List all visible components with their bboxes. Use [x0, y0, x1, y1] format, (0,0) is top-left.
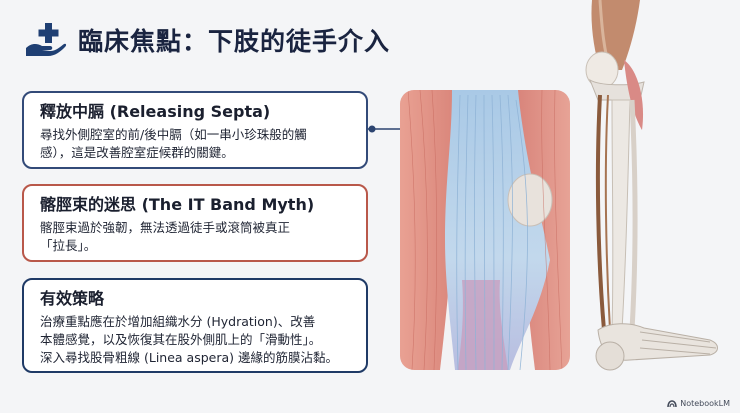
- branding-label: NotebookLM: [680, 399, 730, 408]
- knee-fascia-illustration: [400, 90, 570, 370]
- medical-care-icon: [22, 20, 68, 60]
- card-effective-strategy: 有效策略 治療重點應在於增加組織水分 (Hydration)、改善 本體感覺，以…: [22, 278, 368, 373]
- lower-leg-skeleton-illustration: [570, 0, 740, 390]
- card-heading: 有效策略: [40, 289, 105, 308]
- notebooklm-branding: NotebookLM: [667, 399, 730, 408]
- card-body-line: 感），這是改善腔室症候群的關鍵。: [40, 145, 234, 160]
- card-releasing-septa: 釋放中膈 (Releasing Septa) 尋找外側腔室的前/後中膈（如一串小…: [22, 91, 368, 169]
- notebooklm-logo-icon: [667, 399, 677, 407]
- card-it-band-myth: 髂脛束的迷思 (The IT Band Myth) 髂脛束過於強韌，無法透過徒手…: [22, 184, 368, 262]
- card-heading: 髂脛束的迷思 (The IT Band Myth): [40, 195, 315, 214]
- card-body-line: 髂脛束過於強韌，無法透過徒手或滾筒被真正: [40, 220, 291, 235]
- card-body-line: 本體感覺，以及恢復其在股外側肌上的「滑動性」。: [40, 332, 322, 347]
- card-body: 治療重點應在於增加組織水分 (Hydration)、改善 本體感覺，以及恢復其在…: [40, 313, 354, 367]
- page-title: 臨床焦點：下肢的徒手介入: [78, 27, 391, 56]
- card-body-line: 治療重點應在於增加組織水分 (Hydration)、改善: [40, 314, 316, 329]
- card-body-line: 「拉長」。: [40, 238, 97, 253]
- card-body-line: 尋找外側腔室的前/後中膈（如一串小珍珠般的觸: [40, 127, 307, 142]
- card-body: 髂脛束過於強韌，無法透過徒手或滾筒被真正 「拉長」。: [40, 219, 354, 255]
- card-body: 尋找外側腔室的前/後中膈（如一串小珍珠般的觸 感），這是改善腔室症候群的關鍵。: [40, 126, 354, 162]
- card-heading: 釋放中膈 (Releasing Septa): [40, 102, 271, 121]
- slide-header: 臨床焦點：下肢的徒手介入: [22, 18, 390, 62]
- card-body-line: 深入尋找股骨粗線 (Linea aspera) 邊緣的筋膜沾黏。: [40, 350, 338, 365]
